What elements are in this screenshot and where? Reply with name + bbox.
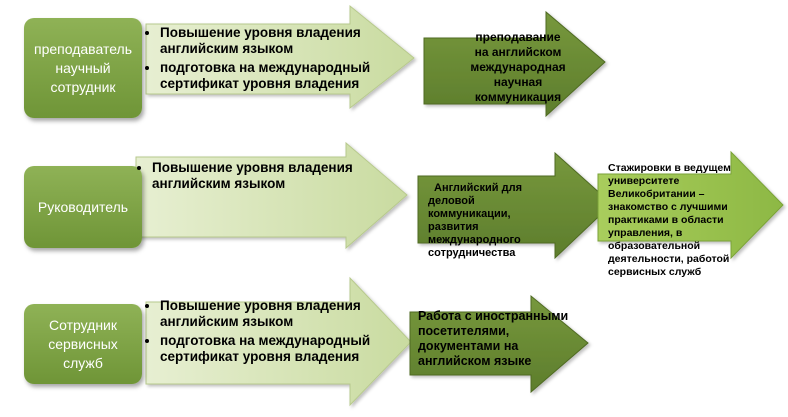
result-line: на английском	[474, 45, 562, 59]
internship-line: Великобритании –	[608, 188, 705, 200]
result-line: Английский для	[434, 182, 522, 194]
result-line: международного	[428, 234, 521, 246]
result-line: преподавание	[475, 30, 561, 44]
role-box-service-staff: Сотрудник сервисных служб	[24, 304, 142, 384]
internship-line: сервисных служб	[608, 266, 702, 278]
bullet-item: подготовка на международный сертификат у…	[160, 60, 390, 92]
role-line: преподаватель	[34, 40, 132, 57]
internship-line: образовательной	[608, 240, 701, 252]
result-line: документами на	[418, 339, 519, 353]
arrow-dark-row1	[423, 10, 606, 118]
result-line: развития	[428, 221, 479, 233]
bullet-item: подготовка на международный сертификат у…	[160, 333, 390, 365]
result-text-row2: Английский для деловой коммуникации, раз…	[428, 182, 558, 260]
role-box-teacher: преподаватель научный сотрудник	[24, 18, 142, 118]
result-line: посетителями,	[418, 324, 510, 338]
arrow-dark-row3	[409, 294, 589, 394]
result-text-row3: Работа с иностранными посетителями, доку…	[418, 309, 588, 369]
role-line: сервисных	[48, 335, 118, 352]
result-line: коммуникация	[474, 90, 562, 104]
arrow-internship	[597, 150, 784, 260]
arrow-light-row2	[135, 141, 408, 250]
bullet-list-row2: Повышение уровня владения английским язы…	[140, 160, 392, 195]
arrow-light-row1	[145, 4, 415, 110]
role-line: научный	[55, 59, 111, 76]
role-line: служб	[63, 354, 103, 371]
bullet-item: Повышение уровня владения английским язы…	[160, 298, 390, 330]
result-line: английском языке	[418, 354, 532, 368]
arrow-dark-row2	[417, 151, 613, 260]
result-line: международная	[470, 60, 566, 74]
bullet-item: Повышение уровня владения английским язы…	[152, 160, 392, 192]
internship-text: Стажировки в ведущем университете Велико…	[608, 162, 758, 279]
internship-line: деятельности, работой	[608, 253, 730, 265]
role-line: сотрудник	[50, 78, 116, 95]
result-line: коммуникации,	[428, 208, 511, 220]
internship-line: знакомство с лучшими	[608, 201, 728, 213]
internship-line: практиками в области	[608, 214, 724, 226]
bullet-item: Повышение уровня владения английским язы…	[160, 25, 390, 57]
bullet-list-row3: Повышение уровня владения английским язы…	[148, 298, 390, 368]
result-line: научная	[493, 75, 543, 89]
bullet-list-row1: Повышение уровня владения английским язы…	[148, 25, 390, 95]
role-box-manager: Руководитель	[24, 166, 142, 248]
internship-line: Стажировки в ведущем	[608, 162, 731, 174]
internship-line: университете	[608, 175, 680, 187]
result-line: сотрудничества	[428, 247, 516, 259]
internship-line: управления, в	[608, 227, 683, 239]
result-text-row1: преподавание на английском международная…	[458, 30, 578, 105]
role-line: Руководитель	[37, 198, 129, 215]
arrow-light-row3	[145, 276, 412, 407]
result-line: деловой	[428, 195, 475, 207]
result-line: Работа с иностранными	[418, 309, 569, 323]
role-line: Сотрудник	[48, 316, 117, 333]
